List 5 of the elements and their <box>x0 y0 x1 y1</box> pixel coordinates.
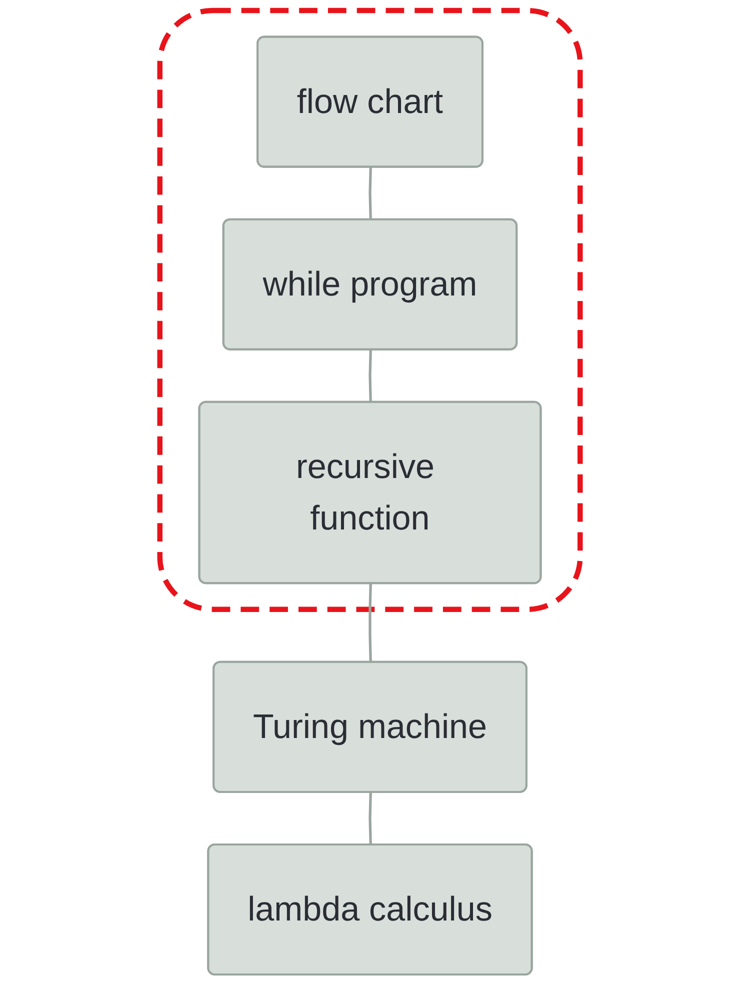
connector <box>368 792 372 846</box>
connector <box>368 167 372 220</box>
connector <box>368 584 372 663</box>
cluster <box>157 8 583 612</box>
connector <box>368 350 372 403</box>
